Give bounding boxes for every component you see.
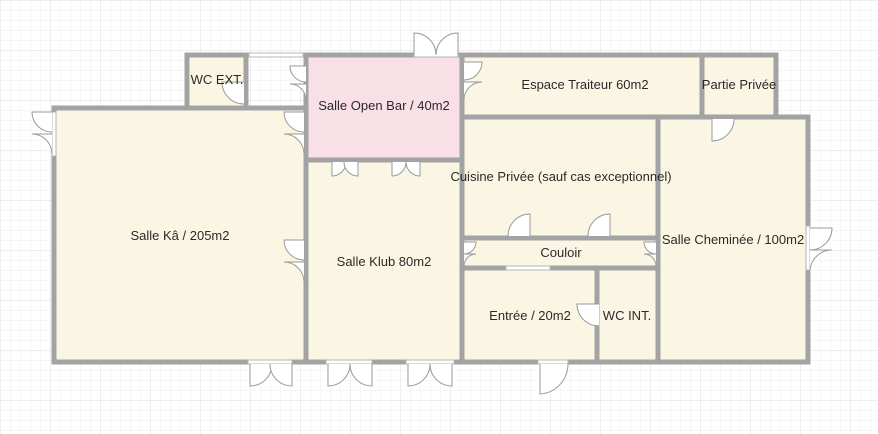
door-icon[interactable] — [283, 261, 305, 283]
door-icon[interactable] — [31, 111, 53, 133]
room-label-couloir: Couloir — [540, 245, 582, 260]
floor-salle-ka[interactable] — [56, 110, 304, 360]
door-icon[interactable] — [289, 65, 307, 83]
room-label-traiteur: Espace Traiteur 60m2 — [521, 77, 648, 92]
door-icon[interactable] — [31, 133, 53, 155]
room-label-cuisine: Cuisine Privée (sauf cas exceptionnel) — [450, 169, 671, 184]
door-icon[interactable] — [269, 363, 293, 387]
door-icon[interactable] — [405, 161, 421, 177]
doors — [31, 32, 833, 395]
door-icon[interactable] — [283, 111, 305, 133]
room-label-cheminee: Salle Cheminée / 100m2 — [662, 232, 804, 247]
room-floors — [56, 55, 808, 362]
door-icon[interactable] — [809, 249, 833, 271]
door-icon[interactable] — [643, 253, 657, 267]
door-icon[interactable] — [463, 253, 477, 267]
walls — [51, 52, 811, 365]
door-icon[interactable] — [349, 363, 373, 387]
room-labels: WC EXT. Salle Open Bar / 40m2 Espace Tra… — [130, 72, 804, 323]
floor-cheminee[interactable] — [658, 115, 808, 362]
floor-wc-int[interactable] — [597, 268, 658, 360]
room-label-wc-ext: WC EXT. — [191, 72, 244, 87]
door-icon[interactable] — [435, 32, 459, 56]
door-icon[interactable] — [221, 81, 245, 105]
door-icon[interactable] — [463, 81, 483, 101]
door-icon[interactable] — [283, 133, 305, 155]
door-icon[interactable] — [327, 363, 351, 387]
floor-open-bar[interactable] — [306, 55, 462, 158]
door-icon[interactable] — [407, 363, 431, 387]
door-icon[interactable] — [576, 303, 600, 327]
room-label-salle-ka: Salle Kâ / 205m2 — [130, 228, 229, 243]
door-icon[interactable] — [587, 213, 611, 237]
door-icon[interactable] — [289, 83, 307, 101]
door-icon[interactable] — [343, 161, 359, 177]
door-icon[interactable] — [283, 239, 305, 261]
door-icon[interactable] — [463, 61, 483, 81]
door-icon[interactable] — [413, 32, 437, 56]
room-label-partie-privee: Partie Privée — [702, 77, 776, 92]
door-icon[interactable] — [539, 363, 569, 395]
room-label-open-bar: Salle Open Bar / 40m2 — [318, 98, 450, 113]
floor-entree[interactable] — [464, 268, 597, 360]
room-label-entree: Entrée / 20m2 — [489, 308, 571, 323]
room-label-salle-klub: Salle Klub 80m2 — [337, 254, 432, 269]
floor-couloir[interactable] — [464, 238, 656, 268]
floor-cuisine[interactable] — [464, 118, 656, 238]
room-label-wc-int: WC INT. — [603, 308, 651, 323]
floor-partie-privee[interactable] — [702, 55, 774, 115]
floor-salle-klub[interactable] — [306, 160, 462, 360]
door-icon[interactable] — [507, 213, 531, 237]
door-icon[interactable] — [711, 118, 735, 142]
door-icon[interactable] — [429, 363, 453, 387]
floor-traiteur[interactable] — [462, 55, 702, 115]
